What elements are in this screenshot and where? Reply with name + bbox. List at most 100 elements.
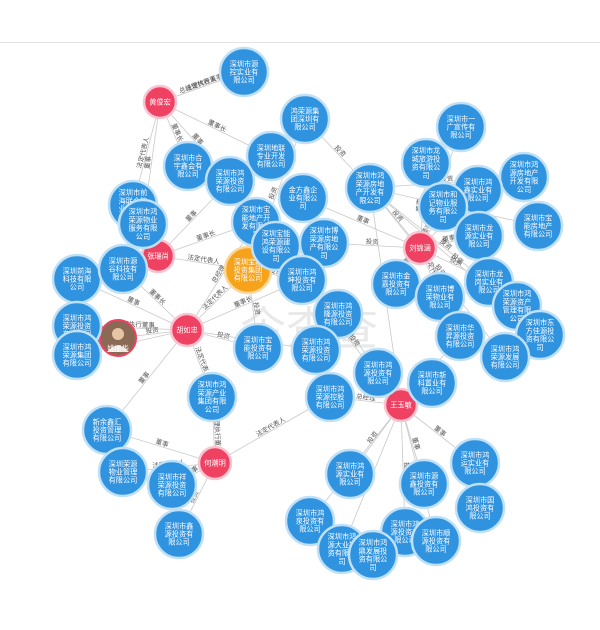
- company-node[interactable]: 深圳市鸿泉投资有限公司: [284, 495, 336, 547]
- node-label: 深圳市龙岗实业有限公司: [475, 269, 504, 294]
- node-label: 何潮明: [204, 459, 226, 468]
- node-label: 深圳市鸿荣源房地产开发有限公司: [356, 171, 385, 205]
- node-circle: [347, 529, 399, 581]
- company-node[interactable]: 深圳市博荣物业有限公司: [414, 271, 466, 323]
- node-label: 深圳市博荣源房地产有限公司: [310, 226, 339, 260]
- company-node[interactable]: 鸿荣源集团深圳有限公司: [279, 93, 331, 145]
- node-circle: [402, 230, 438, 266]
- node-circle: [398, 458, 450, 510]
- node-circle: [410, 515, 462, 567]
- node-circle: [218, 46, 270, 98]
- company-node[interactable]: 深圳市龙城旅游投资有限公司: [400, 137, 452, 189]
- company-node[interactable]: 深圳市合宇鑫会有限公司: [162, 140, 214, 192]
- edge-label: 董事长: [207, 117, 229, 134]
- edge-label: 投资: [365, 237, 379, 247]
- company-node[interactable]: 深圳市华昇源投资有限公司: [434, 310, 486, 362]
- company-node[interactable]: 深圳市鸿荣源房地产开发有限公司: [344, 162, 396, 214]
- node-label: 黄俊宏: [149, 98, 171, 107]
- company-node[interactable]: 深圳市鸿源房地产开发有限公司: [498, 151, 550, 203]
- node-circle: [51, 329, 103, 381]
- company-node[interactable]: 深圳市鑫源投资有限公司: [153, 508, 205, 560]
- company-node[interactable]: 深圳市金嘉投资有限公司: [370, 258, 422, 310]
- node-label: 深圳市鸿荣源产业集团有限公司: [198, 380, 227, 414]
- node-circle: [512, 200, 564, 252]
- node-circle: [406, 357, 458, 409]
- company-node[interactable]: 新余鑫汇投资管理有限公司: [81, 404, 133, 456]
- company-node[interactable]: 深圳市鸿荣源发展有限公司: [479, 331, 531, 383]
- company-node[interactable]: 深圳市鸿荣源集团有限公司: [51, 329, 103, 381]
- node-label: 深圳市金嘉投资有限公司: [382, 271, 411, 296]
- node-circle: [344, 162, 396, 214]
- node-label: 深圳市源鑫投资有限公司: [410, 471, 439, 496]
- company-node[interactable]: 深圳市鸿荣源产业集团有限公司: [186, 371, 238, 423]
- node-circle: [232, 322, 284, 374]
- node-circle: [169, 312, 205, 348]
- edge-label: 董事: [136, 369, 151, 385]
- edge-label: 董事长: [148, 287, 169, 307]
- person-avatar-node[interactable]: 姚振华: [99, 319, 137, 357]
- company-node[interactable]: 深圳市源鑫投资有限公司: [398, 458, 450, 510]
- node-circle: [383, 387, 419, 423]
- person-node[interactable]: 黄俊宏: [142, 84, 178, 120]
- edge-label: 投资: [216, 329, 231, 341]
- node-circle: [277, 172, 329, 224]
- node-circle: [435, 101, 487, 153]
- company-node[interactable]: 深圳市龙源实业有限公司: [453, 210, 505, 262]
- node-label: 深圳市祥荣源投资有限公司: [158, 472, 187, 497]
- company-node[interactable]: 深圳市祥荣源投资有限公司: [146, 459, 198, 511]
- node-label: 深圳市鸿鼎发展投资有限公司: [359, 538, 388, 572]
- company-node[interactable]: 金方鑫企业有限公司: [277, 172, 329, 224]
- node-label: 深圳市鑫源投资有限公司: [165, 521, 194, 546]
- company-node[interactable]: 深圳市顺源投资有限公司: [410, 515, 462, 567]
- company-node[interactable]: 深圳市鸿荣源控股有限公司: [304, 371, 356, 423]
- edge-label: 董事长: [170, 122, 186, 144]
- company-node[interactable]: 深圳市新科置业有限公司: [406, 357, 458, 409]
- person-node[interactable]: 刘锦涵: [402, 230, 438, 266]
- company-node[interactable]: 深圳市博荣源房地产有限公司: [298, 217, 350, 269]
- person-node[interactable]: 胡如忠: [169, 312, 205, 348]
- node-label: 深圳市宝能房地产有限公司: [524, 213, 553, 238]
- company-node[interactable]: 深圳地联专业开发有限公司: [245, 130, 297, 182]
- person-node[interactable]: 何潮明: [197, 445, 233, 481]
- node-circle: [197, 445, 233, 481]
- company-node[interactable]: 深圳市源控实业有限公司: [218, 46, 270, 98]
- node-label: 深圳市博荣物业有限公司: [426, 284, 455, 309]
- company-node[interactable]: 深圳市一广宣传有限公司: [435, 101, 487, 153]
- edge-label: 投资: [440, 174, 454, 184]
- company-node[interactable]: 深圳市鸿荣源物业服务有限公司: [117, 198, 169, 250]
- company-node[interactable]: 深圳市和记物业服务有限公司: [417, 181, 469, 233]
- node-circle: [153, 508, 205, 560]
- edge-label: 董事: [441, 232, 456, 244]
- node-label: 深圳荣源物业管理有限公司: [109, 459, 138, 484]
- node-label: 深圳市鸿荣源投资有限公司: [216, 168, 245, 193]
- company-node[interactable]: 深圳市鸿坤投资有限公司: [276, 254, 328, 306]
- person-node[interactable]: 王玉敏: [383, 387, 419, 423]
- node-label: 姚振华: [107, 344, 129, 353]
- company-node[interactable]: 深圳市鸿源实业有限公司: [324, 448, 376, 500]
- edge-label: 董事: [155, 436, 171, 449]
- company-node[interactable]: 深圳市国鸿投资有限公司: [454, 482, 506, 534]
- company-node[interactable]: 深圳市鸿荣源投资有限公司: [290, 324, 342, 376]
- node-circle: [479, 331, 531, 383]
- company-node[interactable]: 深圳市宝能房地产有限公司: [512, 200, 564, 252]
- edge-label: 总经理执行董事: [212, 407, 223, 453]
- edge-label: 投资: [390, 208, 406, 224]
- node-circle: [142, 84, 178, 120]
- company-node[interactable]: 深圳市源谷科技有限公司: [97, 243, 149, 295]
- company-node[interactable]: 深圳市鸿源投资有限公司: [352, 347, 404, 399]
- avatar-face-icon: [112, 328, 124, 340]
- node-circle: [245, 130, 297, 182]
- company-node[interactable]: 深圳市鸿运实业有限公司: [449, 437, 501, 489]
- company-node[interactable]: 深圳市宝能投资有限公司: [232, 322, 284, 374]
- node-label: 深圳市鸿源实业有限公司: [336, 461, 365, 486]
- company-node[interactable]: 深圳市鸿荣源投资有限公司: [204, 155, 256, 207]
- node-label: 深圳宝能鸿荣源建设有限公司: [262, 229, 291, 263]
- node-label: 深圳市源谷科技有限公司: [109, 256, 138, 281]
- company-node[interactable]: 深圳宝能鸿荣源建设有限公司: [250, 220, 302, 272]
- company-node[interactable]: 深圳荣源物业管理有限公司: [97, 446, 149, 498]
- node-circle: [276, 254, 328, 306]
- company-node[interactable]: 深圳市鸿鼎发展投资有限公司: [347, 529, 399, 581]
- company-node[interactable]: 深圳前海科技有限公司: [51, 253, 103, 305]
